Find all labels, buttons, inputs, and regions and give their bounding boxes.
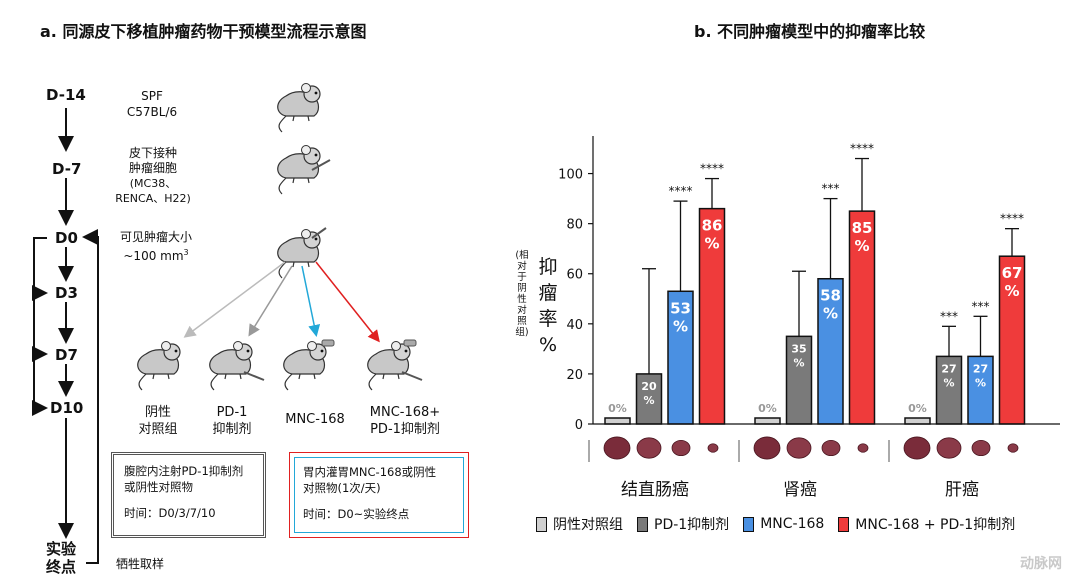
- significance-label: ****: [700, 162, 724, 176]
- legend-item-combo: MNC-168 + PD-1抑制剂: [838, 514, 1015, 534]
- data-label: 67: [1002, 264, 1023, 282]
- category-label: 结直肠癌: [621, 480, 689, 500]
- significance-label: ***: [972, 299, 990, 313]
- bar: [604, 417, 631, 425]
- bar: [754, 417, 781, 425]
- legend-swatch-combo: [838, 516, 850, 532]
- group-mnc168-label: MNC-168: [285, 412, 345, 427]
- significance-label: ****: [669, 184, 693, 198]
- bar: [785, 335, 813, 425]
- data-label: %: [823, 305, 838, 323]
- data-label: 0%: [608, 402, 627, 415]
- y-tick-label: 100: [558, 168, 583, 183]
- gavage-box-inner: 胃内灌胃MNC-168或阴性对照物(1次/天) 时间：D0~实验终点: [294, 457, 464, 533]
- y-tick-label: 20: [566, 368, 583, 383]
- tumor-sample-image: [786, 437, 812, 459]
- data-label: 86: [702, 217, 723, 235]
- data-label: %: [975, 376, 986, 389]
- significance-label: ***: [940, 309, 958, 323]
- group-combo-label: MNC-168+PD-1抑制剂: [369, 405, 441, 437]
- group-negative-control-label: 阴性对照组: [138, 405, 178, 437]
- y-tick-label: 40: [566, 318, 583, 333]
- data-label: 58: [820, 287, 841, 305]
- data-label: 53: [670, 299, 691, 317]
- bar: [848, 210, 876, 425]
- step-tumor-size-label: 可见肿瘤大小 ~100 mm3: [119, 230, 192, 263]
- timeline-d-14: D-14: [46, 86, 86, 104]
- legend-item-pd1: PD-1抑制剂: [637, 514, 729, 534]
- y-tick-label: 60: [566, 268, 583, 283]
- data-label: 85: [852, 219, 873, 237]
- timeline-endpoint: 实验终点: [46, 540, 77, 576]
- significance-label: ****: [850, 142, 874, 156]
- y-tick-label: 80: [566, 218, 583, 233]
- data-label: 0%: [758, 402, 777, 415]
- timeline-d7: D7: [55, 346, 78, 364]
- category-label: 肾癌: [783, 480, 817, 500]
- watermark-logo: 动脉网: [1020, 556, 1062, 572]
- data-label: 27: [941, 362, 956, 375]
- significance-label: ***: [822, 182, 840, 196]
- y-tick-label: 0: [575, 418, 583, 433]
- y-axis-title: 抑瘤率%: [538, 256, 558, 356]
- ip-injection-box: 腹腔内注射PD-1抑制剂或阴性对照物 时间：D0/3/7/10: [111, 452, 266, 538]
- bar: [904, 417, 931, 425]
- legend-swatch-negative: [536, 516, 547, 532]
- legend-swatch-pd1: [637, 516, 648, 532]
- data-label: %: [643, 394, 654, 407]
- data-label: %: [673, 317, 688, 335]
- significance-label: ****: [1000, 212, 1024, 226]
- y-axis-subtitle: (相对于阴性对照组): [515, 250, 529, 338]
- data-label: 27: [973, 362, 988, 375]
- timeline-d3: D3: [55, 284, 78, 302]
- data-label: %: [1004, 282, 1019, 300]
- tumor-sample-image: [903, 436, 931, 460]
- tumor-sample-image: [636, 437, 662, 459]
- panel-b-title: b. 不同肿瘤模型中的抑瘤率比较: [694, 22, 926, 41]
- chart-legend: 阴性对照组 PD-1抑制剂 MNC-168 MNC-168 + PD-1抑制剂: [536, 514, 1015, 534]
- tumor-sample-image: [1007, 443, 1019, 453]
- data-label: %: [793, 356, 804, 369]
- data-label: %: [943, 376, 954, 389]
- panel-a-graphics: [32, 82, 423, 564]
- tumor-sample-image: [971, 439, 991, 457]
- data-label: 0%: [908, 402, 927, 415]
- legend-item-mnc168: MNC-168: [743, 514, 824, 534]
- data-label: 20: [641, 380, 657, 393]
- timeline-d0: D0: [55, 229, 78, 247]
- panel-a-title: a. 同源皮下移植肿瘤药物干预模型流程示意图: [40, 22, 367, 41]
- data-label: %: [854, 237, 869, 255]
- legend-swatch-mnc168: [743, 516, 755, 532]
- tumor-sample-image: [936, 437, 962, 459]
- data-label: %: [704, 235, 719, 253]
- tumor-sample-image: [603, 436, 631, 460]
- step-inoculation-label: 皮下接种肿瘤细胞 (MC38、RENCA、H22): [115, 146, 191, 205]
- category-label: 肝癌: [945, 480, 979, 500]
- end-sampling-label: 牺牲取样: [116, 557, 165, 571]
- tumor-sample-image: [821, 439, 841, 457]
- gavage-box-outer: 胃内灌胃MNC-168或阴性对照物(1次/天) 时间：D0~实验终点: [289, 452, 469, 538]
- tumor-sample-image: [857, 443, 869, 453]
- data-label: 35: [791, 342, 806, 355]
- tumor-sample-image: [753, 436, 781, 460]
- timeline-d-7: D-7: [52, 160, 82, 178]
- legend-item-negative: 阴性对照组: [536, 514, 623, 534]
- tumor-sample-image: [671, 439, 691, 457]
- tumor-sample-image: [707, 443, 719, 453]
- timeline-d10: D10: [50, 399, 84, 417]
